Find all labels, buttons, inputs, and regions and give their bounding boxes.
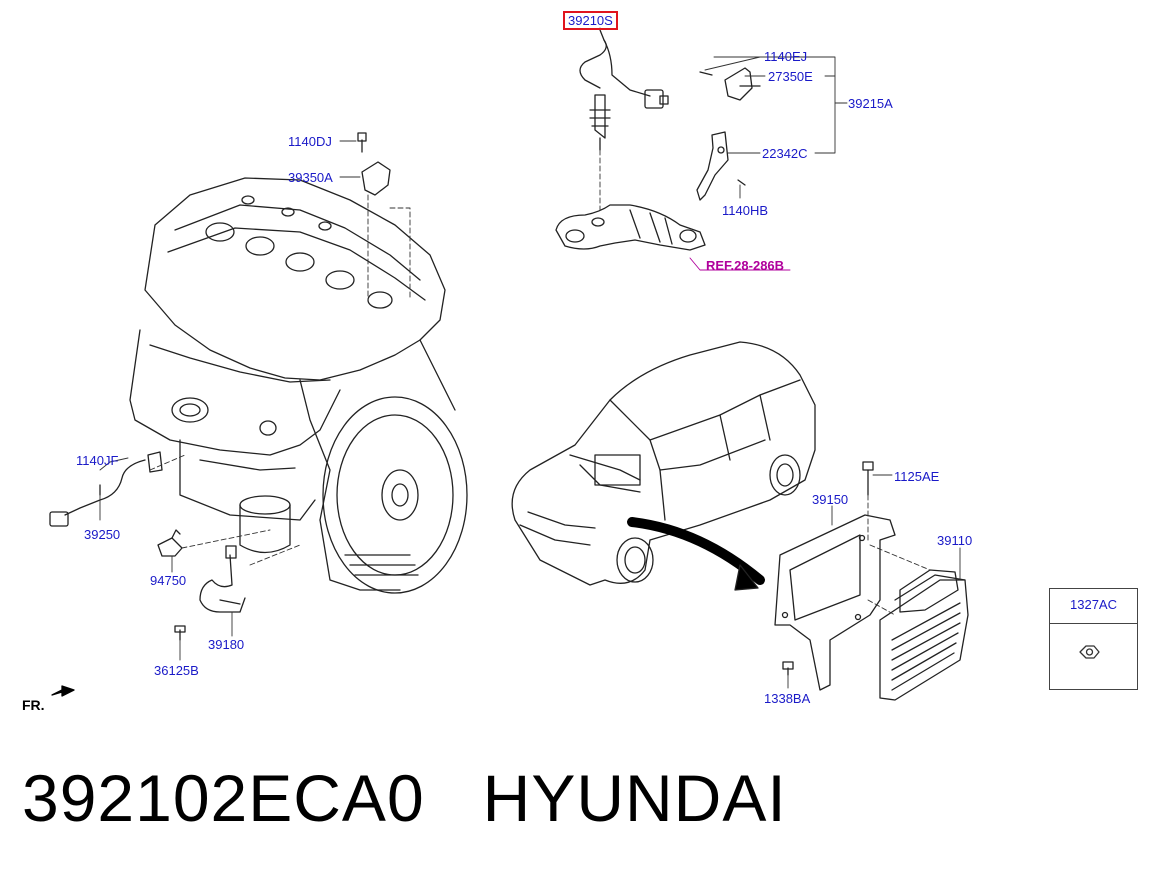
ecu-bracket-illustration	[774, 461, 896, 691]
exhaust-manifold-illustration	[555, 204, 706, 251]
oxygen-sensor-illustration	[579, 29, 669, 151]
part-label-39110[interactable]: 39110	[937, 533, 973, 548]
part-label-22342c[interactable]: 22342C	[762, 146, 808, 161]
sensor-bracket-illustration	[696, 67, 761, 201]
part-label-39250[interactable]: 39250	[84, 527, 121, 542]
part-label-39180[interactable]: 39180	[208, 637, 245, 652]
part-label-39215a[interactable]: 39215A	[848, 96, 893, 111]
pointer-arrow	[627, 517, 765, 585]
crank-sensor-illustration	[174, 545, 246, 641]
knock-sensor-illustration	[49, 451, 163, 527]
footer-brand: HYUNDAI	[482, 761, 787, 835]
ecu-module-illustration	[879, 569, 969, 701]
part-label-27350e[interactable]: 27350E	[768, 69, 813, 84]
footer-title: 392102ECA0 HYUNDAI	[22, 758, 787, 838]
nut-icon	[1079, 645, 1100, 659]
legend-header: 1327AC	[1050, 589, 1137, 624]
part-label-1140dj[interactable]: 1140DJ	[288, 134, 332, 149]
part-label-39350a[interactable]: 39350A	[288, 170, 333, 185]
part-label-1338ba[interactable]: 1338BA	[764, 691, 811, 706]
front-direction-arrow	[51, 685, 75, 697]
cam-sensor-illustration	[357, 132, 391, 196]
legend-box: 1327AC	[1049, 588, 1138, 690]
part-label-1140jf[interactable]: 1140JF	[76, 453, 119, 468]
part-label-1140hb[interactable]: 1140HB	[722, 203, 769, 218]
footer-part-number: 392102ECA0	[22, 761, 425, 835]
reference-label[interactable]: REF.28-286B	[706, 258, 785, 273]
front-direction-label: FR.	[22, 697, 45, 713]
part-label-94750[interactable]: 94750	[150, 573, 187, 588]
vehicle-illustration	[511, 341, 816, 586]
part-label-39150[interactable]: 39150	[812, 492, 849, 507]
part-label-1140ej[interactable]: 1140EJ	[764, 49, 808, 64]
pressure-switch-illustration	[157, 529, 183, 557]
part-label-1125ae[interactable]: 1125AE	[894, 469, 940, 484]
engine-block-illustration	[129, 177, 468, 594]
part-label-39210s[interactable]: 39210S	[563, 11, 618, 30]
leader-lines	[99, 27, 961, 689]
legend-part-code[interactable]: 1327AC	[1070, 597, 1117, 612]
part-label-36125b[interactable]: 36125B	[154, 663, 199, 678]
